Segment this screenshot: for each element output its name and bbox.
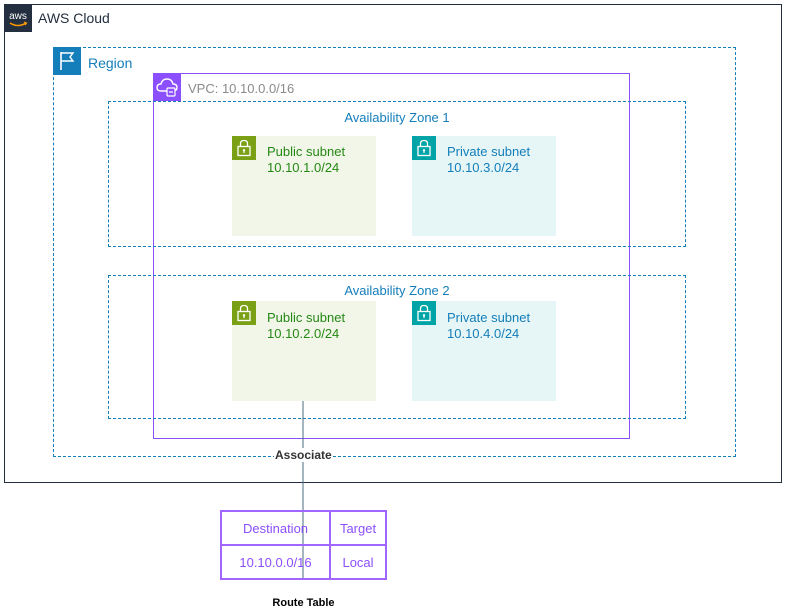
private-subnet-az1	[412, 136, 556, 236]
public-subnet-az1	[232, 136, 376, 236]
route-table: Destination Target 10.10.0.0/16 Local	[219, 510, 387, 580]
subnet-cidr: 10.10.2.0/24	[267, 326, 340, 341]
subnet-cidr: 10.10.1.0/24	[267, 160, 340, 175]
private-subnet-az2-text: Private subnet 10.10.4.0/24	[447, 310, 530, 342]
padlock-icon	[412, 301, 436, 325]
aws-logo-text: aws	[9, 11, 27, 22]
route-target-cell: Local	[329, 544, 387, 580]
padlock-icon	[412, 136, 436, 160]
availability-zone-2	[108, 275, 686, 419]
availability-zone-1	[108, 101, 686, 247]
private-subnet-az2	[412, 301, 556, 401]
flag-icon	[53, 47, 81, 75]
route-table-header-destination: Destination	[219, 510, 332, 546]
associate-label: Associate	[274, 448, 333, 462]
region-label: Region	[88, 55, 133, 71]
padlock-icon	[232, 136, 256, 160]
availability-zone-2-label: Availability Zone 2	[344, 283, 450, 298]
route-destination-cell: 10.10.0.0/16	[219, 544, 332, 580]
route-table-title: Route Table	[272, 597, 335, 609]
public-subnet-az1-text: Public subnet 10.10.1.0/24	[267, 144, 345, 176]
region-group	[53, 47, 736, 457]
subnet-title: Public subnet	[267, 310, 346, 325]
subnet-title: Private subnet	[447, 310, 531, 325]
public-subnet-az2	[232, 301, 376, 401]
vpc-cloud-icon	[153, 73, 181, 101]
subnet-title: Public subnet	[267, 144, 346, 159]
vpc-group	[153, 73, 630, 439]
subnet-cidr: 10.10.4.0/24	[447, 326, 520, 341]
route-table-header-target: Target	[329, 510, 387, 546]
availability-zone-1-label: Availability Zone 1	[344, 110, 450, 125]
aws-cloud-label: AWS Cloud	[38, 10, 110, 26]
private-subnet-az1-text: Private subnet 10.10.3.0/24	[447, 144, 530, 176]
aws-cloud-group	[4, 4, 782, 483]
route-table-header-row: Destination Target	[219, 510, 387, 546]
aws-logo-icon: aws	[4, 4, 32, 32]
public-subnet-az2-text: Public subnet 10.10.2.0/24	[267, 310, 345, 342]
vpc-label: VPC: 10.10.0.0/16	[188, 81, 295, 96]
padlock-icon	[232, 301, 256, 325]
subnet-title: Private subnet	[447, 144, 531, 159]
table-row: 10.10.0.0/16 Local	[219, 544, 387, 580]
subnet-cidr: 10.10.3.0/24	[447, 160, 520, 175]
